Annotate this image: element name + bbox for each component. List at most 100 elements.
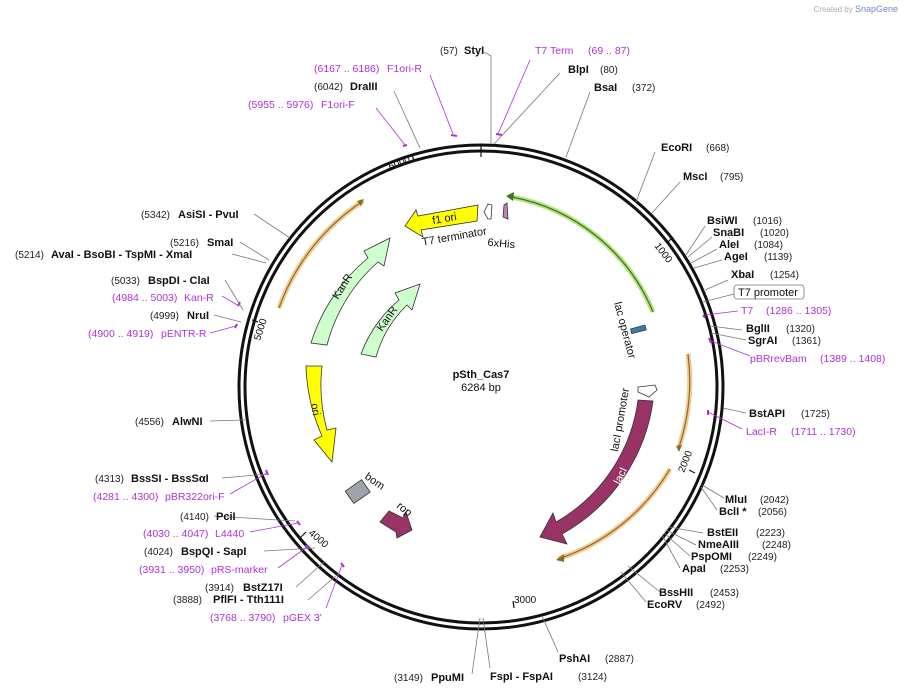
site-bsssi: BssSI - BssSαI — [131, 473, 209, 485]
lacI-orange-arc-2-line — [557, 468, 671, 560]
leader-nmeaiii — [665, 529, 697, 546]
primer-f1ori-r: F1ori-R — [387, 63, 422, 75]
leader-pbrrevbam — [710, 340, 751, 357]
site-smai: SmaI — [207, 237, 233, 249]
credit-prefix: Created by — [813, 5, 853, 14]
site-bsiwi-pos: (1016) — [753, 216, 782, 227]
snapgene-brand: SnapGene — [854, 4, 898, 14]
site-nmeaiii-pos: (2248) — [762, 540, 791, 551]
site-xmai: AvaI - BsoBI - TspMI - XmaI — [51, 249, 192, 261]
leader-t7term — [497, 59, 531, 135]
site-bsai-pos: (372) — [632, 83, 655, 94]
primer-laci-r: LacI-R — [746, 426, 777, 438]
site-agei: AgeI — [724, 251, 748, 263]
primer-f1ori-r-range: (6167 .. 6186) — [314, 63, 379, 75]
site-draiii-pos: (6042) — [314, 82, 343, 93]
site-snabi-pos: (1020) — [760, 228, 789, 239]
leader-bstapi — [722, 407, 747, 414]
primer-l4440: L4440 — [215, 528, 244, 540]
primer-f1ori-f-range: (5955 .. 5976) — [248, 99, 313, 111]
site-bcli: BclI * — [719, 506, 747, 518]
leader-snabi — [687, 236, 713, 258]
site-smai-pos: (5216) — [170, 238, 199, 249]
leader-kan-r — [221, 295, 240, 307]
leader-pbr322ori-f — [229, 472, 268, 495]
primer-mark-f1ori-r — [450, 134, 458, 137]
laci-promoter-arrow — [637, 384, 658, 398]
leader-clai — [224, 279, 244, 311]
site-pvui-pos: (5342) — [141, 210, 170, 221]
tick-6000: 6000 — [387, 155, 412, 173]
primer-t7: T7 — [741, 305, 753, 317]
site-msci: MscI — [683, 171, 707, 183]
rop-arrow — [379, 510, 413, 539]
site-xbai-pos: (1254) — [770, 270, 799, 281]
ori-label: ori — [308, 402, 322, 416]
primer-pentr-r-range: (4900 .. 4919) — [88, 328, 153, 340]
leader-pvui — [253, 213, 291, 239]
lac-operator-feature — [630, 324, 647, 335]
site-clai: BspDI - ClaI — [148, 275, 210, 287]
leader-msci — [651, 181, 681, 214]
leader-laci-r — [707, 411, 743, 430]
primer-mark-t7term — [495, 133, 503, 136]
site-fspi-pos: (3124) — [578, 672, 607, 683]
leader-blpi — [493, 72, 561, 145]
site-nrui: NruI — [187, 310, 209, 322]
t7-promoter-box — [733, 284, 805, 300]
site-pflfi-pos: (3888) — [173, 595, 202, 606]
leader-bsai — [565, 91, 591, 158]
site-bsshii-pos: (2453) — [710, 588, 739, 599]
site-fspi: FspI - FspAI — [490, 671, 553, 683]
primer-pgex3: pGEX 3' — [283, 612, 322, 624]
lacI-orange-arrowhead-2 — [556, 554, 564, 562]
leader-bstz17i — [295, 561, 325, 588]
primer-f1ori-f: F1ori-F — [321, 99, 355, 111]
primer-prs-marker-range: (3931 .. 3950) — [139, 564, 204, 576]
leader-ecorv — [620, 571, 647, 603]
site-bstapi-pos: (1725) — [801, 409, 830, 420]
lac-region-arrowhead — [506, 192, 514, 201]
site-sgrai: SgrAI — [748, 335, 777, 347]
tick-3000-mark — [512, 600, 515, 609]
site-bspqi: BspQI - SapI — [181, 546, 246, 558]
leader-bsshii — [627, 565, 661, 593]
leader-pentr-r — [209, 325, 237, 334]
primer-mark-f1ori-f — [402, 144, 408, 147]
site-ppumi-pos: (3149) — [394, 673, 423, 684]
leader-ppumi — [471, 617, 481, 675]
site-styi-pos: (57) — [440, 46, 458, 57]
t7-terminator-arrow — [483, 203, 493, 220]
lac-region-arc — [511, 194, 656, 313]
leader-apai — [661, 534, 681, 569]
site-apai-pos: (2253) — [720, 564, 749, 575]
leader-fspi — [482, 617, 491, 669]
site-blpi: BlpI — [568, 64, 589, 76]
tick-5000-mark — [251, 319, 259, 323]
primer-kan-r: Kan-R — [184, 292, 214, 304]
primer-laci-r-range: (1711 .. 1730) — [791, 426, 856, 438]
leader-l4440 — [249, 522, 299, 533]
site-sgrai-pos: (1361) — [792, 336, 821, 347]
primer-pgex3-range: (3768 .. 3790) — [210, 612, 275, 624]
primer-pentr-r: pENTR-R — [161, 328, 207, 340]
leader-alwni — [209, 419, 246, 422]
site-alwni-pos: (4556) — [135, 417, 164, 428]
site-bsteii: BstEII — [707, 527, 738, 539]
kanr-inner-label: KanR — [375, 304, 401, 333]
site-alei-pos: (1084) — [754, 240, 783, 251]
tick-2000: 2000 — [677, 449, 696, 474]
site-ecorv: EcoRV — [647, 599, 683, 611]
kanr-outer-arrow — [310, 237, 391, 346]
leader-prs-marker — [277, 546, 308, 569]
site-ecorv-pos: (2492) — [696, 600, 725, 611]
f1-ori-label: f1 ori — [431, 211, 457, 227]
site-apai: ApaI — [682, 563, 706, 575]
site-bspqi-pos: (4024) — [144, 547, 173, 558]
site-alwni: AlwNI — [172, 416, 203, 428]
site-bsai: BsaI — [594, 82, 617, 94]
site-ecori: EcoRI — [661, 142, 692, 154]
leader-f1ori-f — [375, 107, 406, 146]
backbone — [237, 143, 725, 631]
site-bstz17i: BstZ17I — [243, 582, 283, 594]
